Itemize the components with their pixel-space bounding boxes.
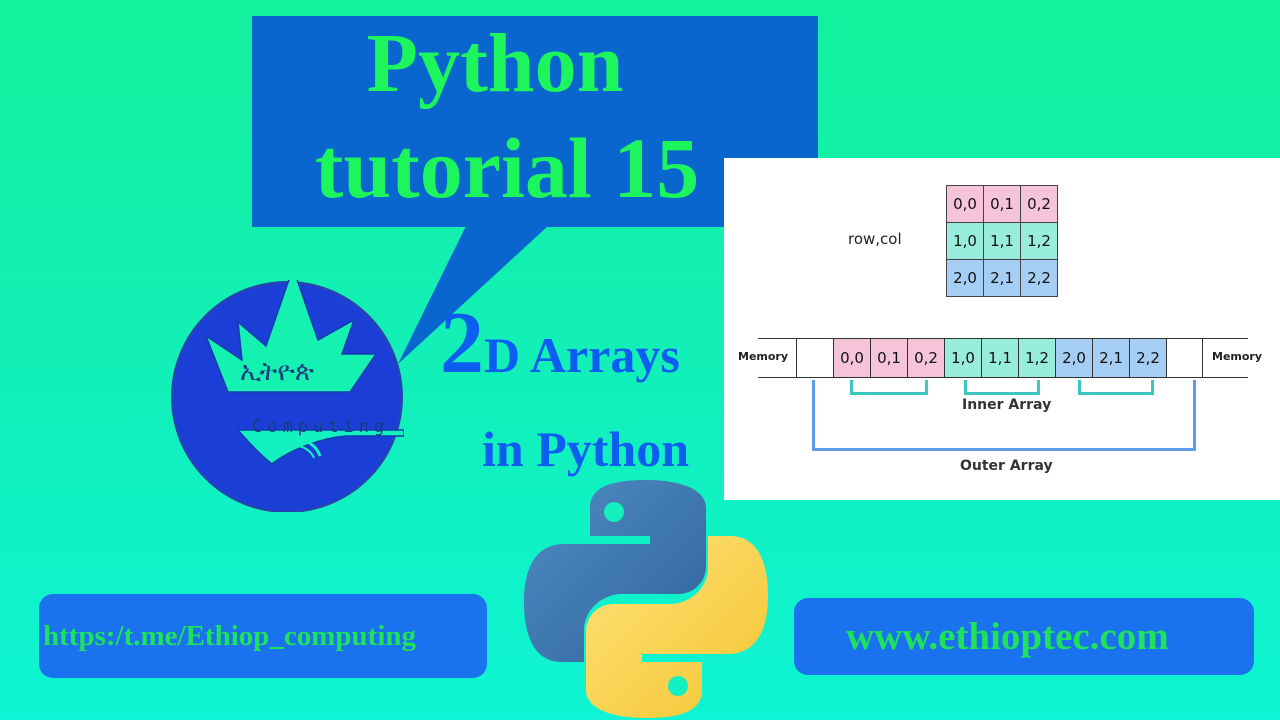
grid-cell: 1,1 (983, 222, 1021, 260)
memory-cell: 2,0 (1055, 339, 1092, 377)
website-link[interactable]: www.ethioptec.com (794, 598, 1254, 675)
outer-array-label: Outer Array (960, 458, 1053, 474)
memory-cell: 1,2 (1018, 339, 1055, 377)
grid-cell: 0,0 (946, 185, 984, 223)
inner-array-bracket (1078, 380, 1154, 395)
row-col-label: row,col (848, 230, 902, 248)
logo-amharic-text: ኢትዮጵ (240, 357, 314, 387)
grid-cell: 0,2 (1020, 185, 1058, 223)
headline-digit: 2 (440, 295, 484, 392)
memory-cell (1166, 339, 1203, 377)
grid-cell: 1,0 (946, 222, 984, 260)
grid-cell: 0,1 (983, 185, 1021, 223)
grid-cell: 2,1 (983, 259, 1021, 297)
grid-cell: 2,2 (1020, 259, 1058, 297)
memory-cell: 1,0 (944, 339, 981, 377)
array-diagram: row,col 0,0 0,1 0,2 1,0 1,1 1,2 2,0 2,1 … (724, 158, 1280, 500)
inner-array-bracket (964, 380, 1040, 395)
headline: 2D Arrays (440, 300, 680, 388)
memory-cell: 2,2 (1129, 339, 1166, 377)
memory-cell: 0,1 (870, 339, 907, 377)
memory-cell: 2,1 (1092, 339, 1129, 377)
memory-cell: 1,1 (981, 339, 1018, 377)
headline-rest: D Arrays (484, 327, 680, 383)
memory-cell: 0,0 (833, 339, 870, 377)
inner-array-label: Inner Array (962, 397, 1052, 413)
title-line-1: Python (366, 17, 624, 110)
grid-cell: 1,2 (1020, 222, 1058, 260)
ethiop-computing-logo-icon: ኢትዮጵ Computing (171, 280, 404, 512)
inner-array-bracket (850, 380, 928, 395)
logo-brand-text: Computing (252, 417, 389, 437)
outer-array-bracket (812, 380, 1196, 451)
title-bubble: Python tutorial 15 (252, 16, 818, 227)
title-line-2: tutorial 15 (314, 120, 700, 216)
memory-right-label: Memory (1212, 350, 1263, 363)
2d-grid: 0,0 0,1 0,2 1,0 1,1 1,2 2,0 2,1 2,2 (946, 185, 1058, 297)
memory-cell (796, 339, 833, 377)
telegram-link[interactable]: https:/t.me/Ethiop_computing (39, 594, 487, 678)
headline-line2: in Python (482, 421, 690, 477)
python-logo-icon (524, 480, 768, 718)
grid-cell: 2,0 (946, 259, 984, 297)
memory-left-label: Memory (738, 350, 789, 363)
memory-strip: Memory 0,0 0,1 0,2 1,0 1,1 1,2 2,0 2,1 2… (738, 338, 1262, 378)
memory-cell: 0,2 (907, 339, 944, 377)
